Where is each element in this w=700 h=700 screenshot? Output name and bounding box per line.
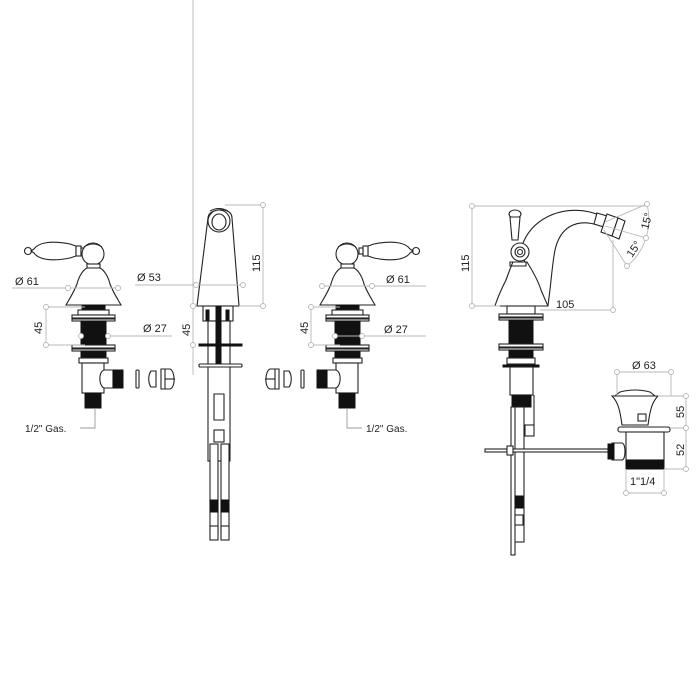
waste-view: Ø 63 55 52 1"1/4 [607,360,689,496]
dim-shank-diameter: Ø 27 [384,324,408,336]
dim-mount-height: 45 [181,324,193,336]
dim-reach: 105 [556,299,574,311]
lever-handle-icon [23,241,86,261]
left-valve-view: Ø 61 45 Ø 27 1/2" Gas. [12,241,175,435]
dim-connection: 1/2" Gas. [25,424,66,435]
dim-height-top: 55 [675,406,687,418]
dim-spout-height: 115 [251,254,263,272]
dim-height: 45 [299,322,311,334]
right-valve-view: Ø 61 45 Ø 27 1/2" Gas. [265,241,426,435]
dim-height: 115 [460,254,472,272]
dim-diameter: Ø 63 [632,360,656,372]
dim-body-diameter: Ø 61 [386,274,410,286]
center-spout-view: 115 Ø 53 45 [135,0,266,541]
bidet-mixer-view: 115 105 15° 15° [460,201,655,556]
dim-thread: 1"1/4 [630,476,655,488]
dim-height-bottom: 52 [675,444,687,456]
valve-body [65,267,122,306]
lever-handle-icon [358,241,421,261]
spout-body [196,209,240,307]
dim-shank-diameter: Ø 27 [143,323,167,335]
dim-angle-down: 15° [625,239,644,260]
dim-connection: 1/2" Gas. [366,424,407,435]
dim-spout-diameter: Ø 53 [137,272,161,284]
dim-height: 45 [33,322,45,334]
dim-body-diameter: Ø 61 [15,276,39,288]
dim-angle-up: 15° [639,212,655,231]
